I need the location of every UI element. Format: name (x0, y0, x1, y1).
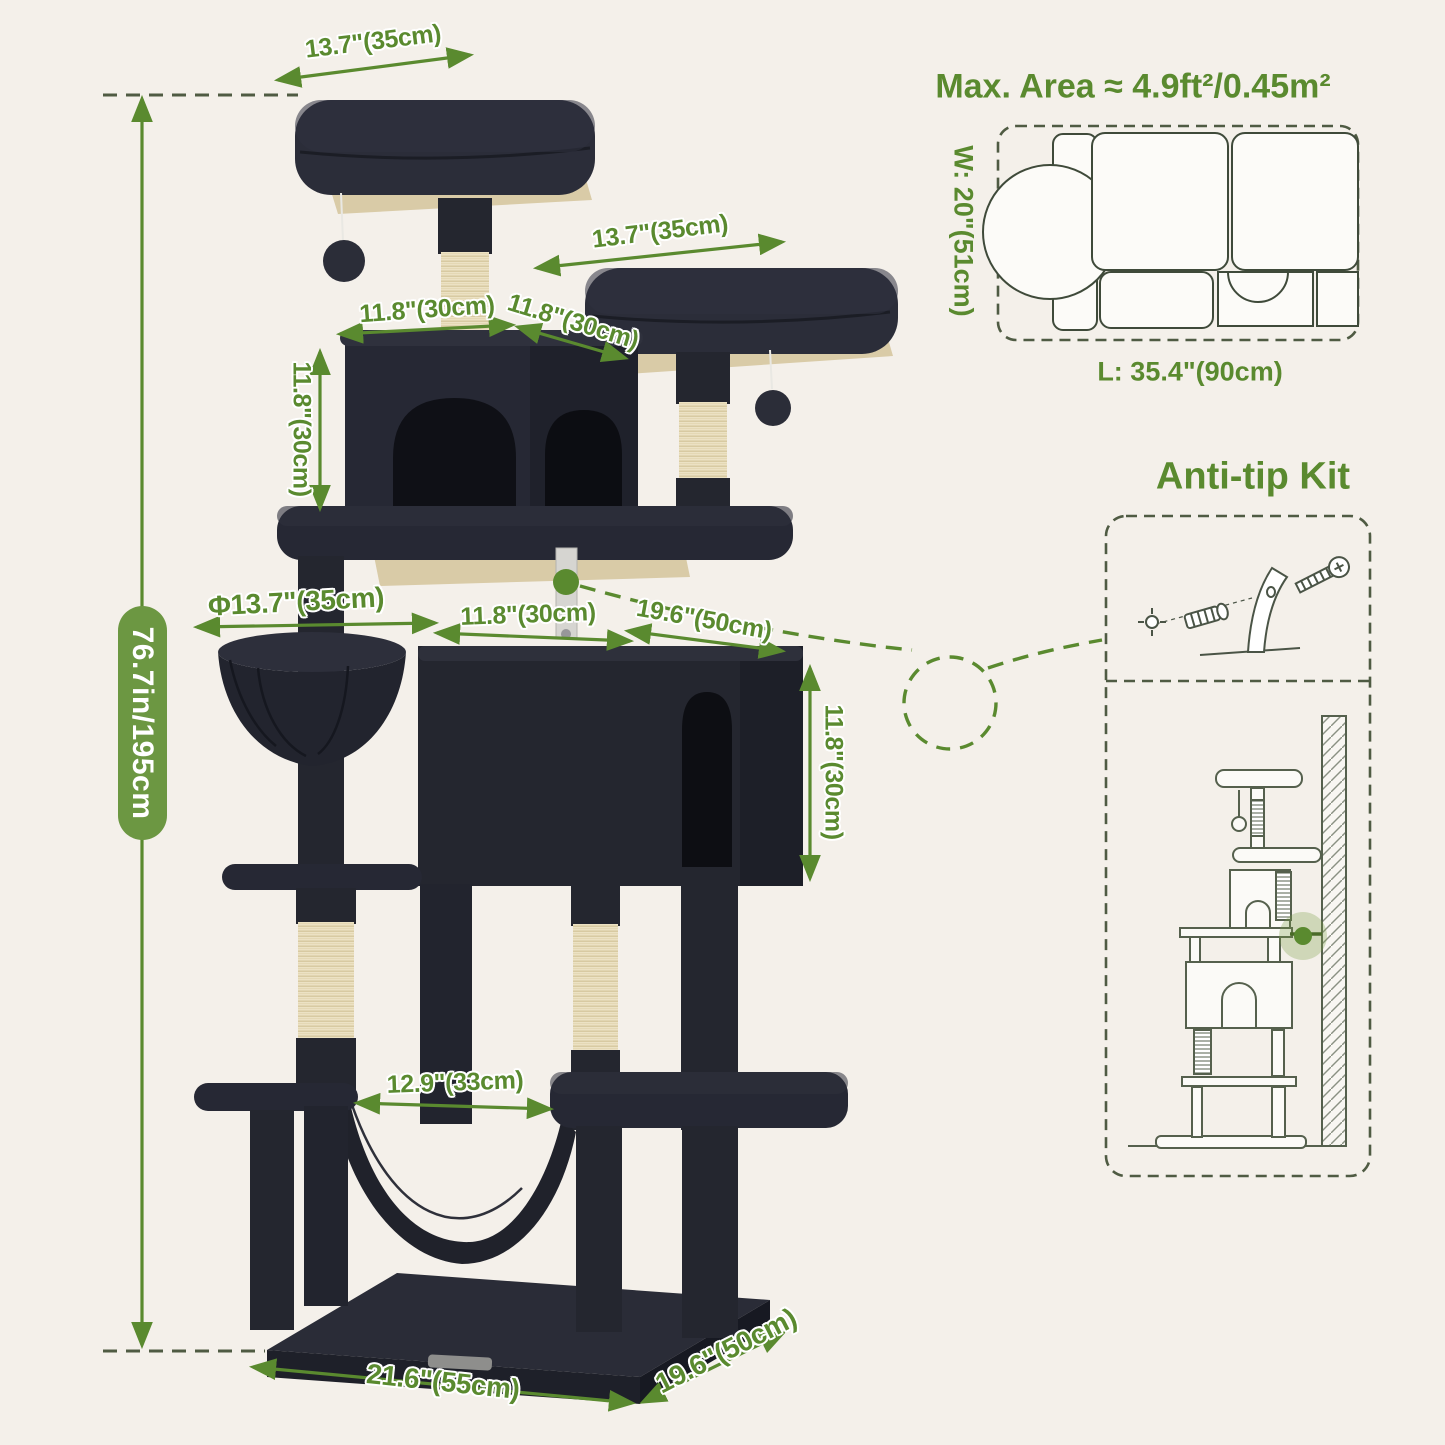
upper-platform (585, 268, 898, 354)
dimension-lines (131, 47, 821, 1412)
dim-big-condo-width: 11.8"(30cm) (459, 598, 597, 631)
max-area-length-label: L: 35.4"(90cm) (1097, 356, 1283, 387)
anti-tip-hardware-drawing (1138, 556, 1350, 656)
top-platform (295, 100, 595, 195)
max-area-title: Max. Area ≈ 4.9ft²/0.45m² (935, 67, 1331, 106)
hammock (334, 1094, 576, 1264)
pompom-toy (323, 192, 365, 282)
dim-big-condo-height: 11.8"(30cm) (819, 704, 848, 840)
cat-tree-illustration (194, 100, 898, 1404)
reference-dashes (103, 93, 298, 1353)
pompom-toy (755, 349, 791, 426)
anti-tip-connector (553, 569, 1103, 751)
basket (218, 632, 406, 766)
big-condo (418, 646, 803, 886)
dim-hammock-width: 12.9"(33cm) (386, 1066, 524, 1099)
dim-total-height: 76.7in/195cm (126, 626, 159, 820)
top-condo (340, 330, 643, 518)
dim-top-condo-height: 11.8"(30cm) (287, 361, 316, 497)
footprint-diagram (982, 124, 1360, 342)
anti-tip-kit-box (1104, 514, 1372, 1178)
wide-platform (277, 506, 793, 560)
total-height-pill (118, 606, 167, 840)
left-platform (222, 864, 422, 890)
anti-tip-title: Anti-tip Kit (1155, 455, 1351, 498)
lower-right-platform (550, 1072, 848, 1128)
lower-left-platform (194, 1083, 358, 1111)
anti-tip-installation-drawing (1128, 715, 1347, 1149)
max-area-width-label: W: 20"(51cm) (948, 145, 979, 317)
